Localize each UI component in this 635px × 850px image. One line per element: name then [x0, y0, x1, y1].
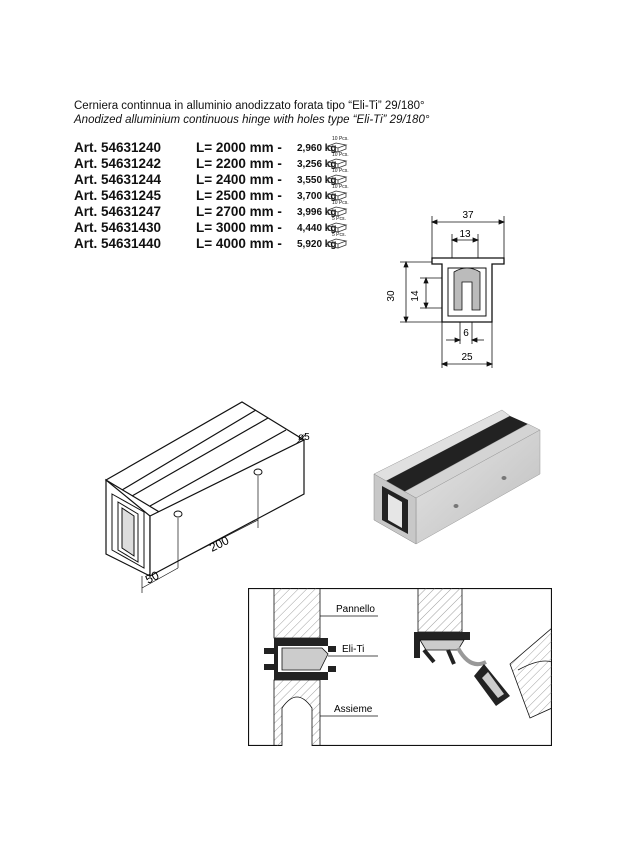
package-icon: 10 Pcs.: [326, 152, 354, 172]
package-icon: 10 Pcs.: [326, 200, 354, 220]
dim-hole: ø5: [298, 432, 310, 443]
dim-base: 25: [461, 352, 473, 363]
pack-qty: 5 Pcs.: [332, 232, 346, 238]
article-code: Art. 54631247: [74, 204, 162, 219]
article-row: Art. 54631244 L= 2400 mm - 3,550 kg 10 P…: [74, 168, 374, 188]
label-assieme: Assieme: [334, 704, 373, 715]
article-code: Art. 54631440: [74, 236, 162, 251]
pack-qty: 10 Pcs.: [332, 168, 349, 174]
pack-qty: 10 Pcs.: [332, 184, 349, 190]
package-icon: 5 Pcs.: [326, 216, 354, 236]
article-row: Art. 54631240 L= 2000 mm - 2,960 kg 10 P…: [74, 136, 374, 156]
article-row: Art. 54631245 L= 2500 mm - 3,700 kg 10 P…: [74, 184, 374, 204]
article-weight: 3,256 kg: [297, 159, 337, 170]
article-weight: 4,440 kg: [297, 223, 337, 234]
article-length: L= 2400 mm -: [196, 172, 282, 187]
title-italian: Cerniera continnua in alluminio anodizza…: [74, 100, 425, 112]
article-length: L= 3000 mm -: [196, 220, 282, 235]
package-icon: 10 Pcs.: [326, 184, 354, 204]
package-icon: 10 Pcs.: [326, 168, 354, 188]
pack-qty: 5 Pcs.: [332, 216, 346, 222]
article-length: L= 2700 mm -: [196, 204, 282, 219]
pack-qty: 10 Pcs.: [332, 136, 349, 142]
article-row: Art. 54631440 L= 4000 mm - 5,920 kg 5 Pc…: [74, 232, 374, 252]
article-code: Art. 54631240: [74, 140, 162, 155]
article-list: Art. 54631240 L= 2000 mm - 2,960 kg 10 P…: [74, 136, 374, 252]
label-eliti: Eli-Ti: [342, 644, 364, 655]
article-code: Art. 54631242: [74, 156, 162, 171]
package-icon: 10 Pcs.: [326, 136, 354, 156]
dim-height: 30: [386, 290, 397, 302]
article-length: L= 2500 mm -: [196, 188, 282, 203]
pack-qty: 10 Pcs.: [332, 152, 349, 158]
dim-offset: 50: [143, 568, 162, 587]
dim-slot: 6: [463, 328, 469, 339]
article-weight: 5,920 kg: [297, 239, 337, 250]
profile-section-drawing: 37 13 30 14 6 25: [386, 210, 506, 368]
article-row: Art. 54631242 L= 2200 mm - 3,256 kg 10 P…: [74, 152, 374, 172]
article-code: Art. 54631245: [74, 188, 162, 203]
article-length: L= 2200 mm -: [196, 156, 282, 171]
isometric-line-drawing: ø5 200 50: [104, 401, 310, 593]
article-weight: 3,700 kg: [297, 191, 337, 202]
product-render: [373, 409, 541, 545]
article-weight: 3,996 kg: [297, 207, 337, 218]
dim-depth: 14: [410, 290, 421, 302]
dim-inner: 13: [459, 229, 471, 240]
package-icon: 5 Pcs.: [326, 232, 354, 252]
article-code: Art. 54631430: [74, 220, 162, 235]
article-code: Art. 54631244: [74, 172, 162, 187]
pack-qty: 10 Pcs.: [332, 200, 349, 206]
article-weight: 3,550 kg: [297, 175, 337, 186]
title-english: Anodized alluminium continuous hinge wit…: [74, 114, 430, 126]
article-row: Art. 54631247 L= 2700 mm - 3,996 kg 10 P…: [74, 200, 374, 220]
assembly-detail: Pannello Eli-Ti Assieme: [248, 588, 552, 746]
label-pannello: Pannello: [336, 604, 375, 615]
article-length: L= 4000 mm -: [196, 236, 282, 251]
article-weight: 2,960 kg: [297, 143, 337, 154]
article-row: Art. 54631430 L= 3000 mm - 4,440 kg 5 Pc…: [74, 216, 374, 236]
dim-width: 37: [462, 210, 474, 221]
article-length: L= 2000 mm -: [196, 140, 282, 155]
